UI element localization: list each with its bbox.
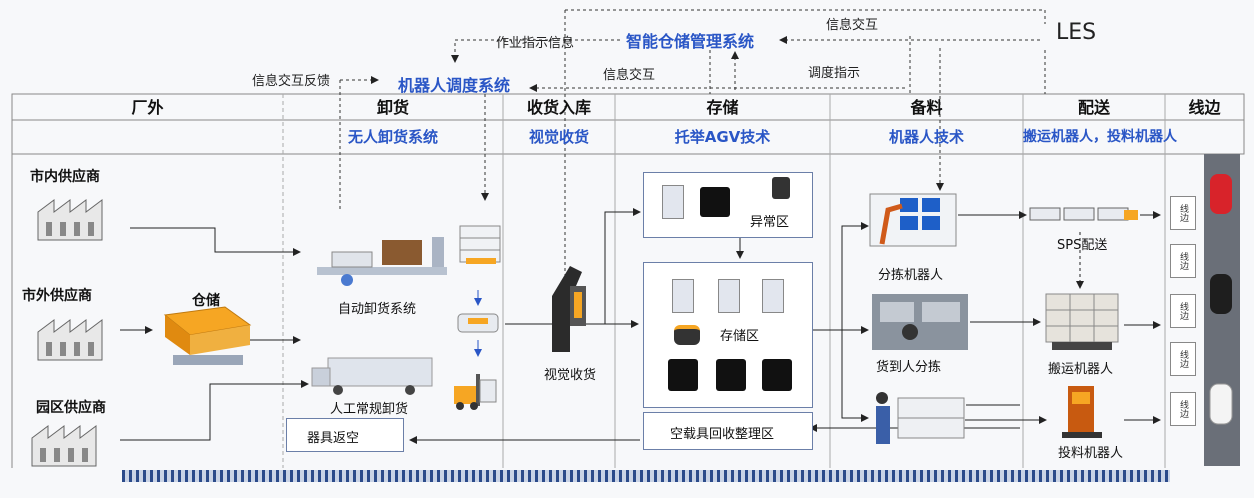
vision-robot-arm-icon [552,266,586,352]
column-header-receive: 收货入库 [526,98,591,117]
dispatch-label: 调度指示 [808,66,861,81]
info-exchange-label-2: 信息交互 [603,68,656,83]
auto-unload-system-icon [317,237,447,286]
factory-icon [37,199,103,241]
empty-carrier-zone-box: 空载具回收整理区 [643,412,813,450]
feed-robot-label: 投料机器人 [1058,446,1124,461]
container-icon [700,187,730,217]
sorting-robot-icon [869,193,957,247]
factory-icon [31,425,97,467]
carry-robot-label: 搬运机器人 [1048,362,1114,377]
rack-icon [662,185,684,219]
agv-robot-icon [457,313,499,333]
storage-zone-box: 存储区 [643,262,813,408]
production-lane-icon [1204,154,1240,466]
sps-delivery-label: SPS配送 [1057,238,1108,253]
abnormal-zone-box: 异常区 [643,172,813,238]
sorting-robot-label: 分拣机器人 [878,268,944,283]
lineside-station-icon: 线边 [1170,294,1196,328]
goods-to-person-icon [872,294,968,350]
bottom-conveyor-strip [122,470,1170,482]
worker-station-icon [876,392,965,444]
empty-carrier-zone-label: 空载具回收整理区 [670,427,775,442]
forklift-icon [454,374,497,410]
supplier-city-out-label: 市外供应商 [22,288,92,304]
column-header-lineside: 线边 [1188,98,1221,117]
carry-robot-icon [1045,293,1119,350]
lineside-station-icon: 线边 [1170,196,1196,230]
abnormal-zone-label: 异常区 [750,215,790,230]
visual-receive-label: 视觉收货 [544,368,597,383]
wms-label: 智能仓储管理系统 [626,32,755,51]
warehouse-agv-icon [163,306,252,365]
supplier-park-label: 园区供应商 [36,400,106,416]
manual-unload-label: 人工常规卸货 [330,402,409,417]
feed-robot-icon [1062,386,1102,438]
auto-unload-label: 自动卸货系统 [338,302,417,317]
info-feedback-label: 信息交互反馈 [252,74,331,89]
truck-icon [311,357,433,395]
column-header-delivery: 配送 [1077,98,1110,117]
column-header-outside: 厂外 [131,98,164,117]
storage-zone-label: 存储区 [720,329,760,344]
info-exchange-label-1: 信息交互 [826,18,879,33]
rack-icon [459,225,501,264]
warehouse-label: 仓储 [192,293,220,309]
empty-container-return-box: 器具返空 [286,418,404,452]
column-sub-prep: 机器人技术 [888,128,964,146]
sps-train-icon [1029,207,1138,221]
lineside-station-icon: 线边 [1170,392,1196,426]
rack-icon [672,279,694,313]
goods-to-person-label: 货到人分拣 [876,360,942,375]
column-sub-delivery: 搬运机器人，投料机器人 [1023,129,1177,145]
container-icon [716,359,746,391]
rcs-label: 机器人调度系统 [398,76,511,95]
column-header-prep: 备料 [910,98,943,117]
rack-icon [718,279,740,313]
agv-icon [674,325,700,345]
container-icon [762,359,792,391]
scanner-icon [772,177,790,199]
container-icon [668,359,698,391]
empty-return-label: 器具返空 [307,431,360,446]
column-header-unload: 卸货 [376,98,409,117]
rack-icon [762,279,784,313]
supplier-city-in-label: 市内供应商 [30,169,100,185]
lineside-station-icon: 线边 [1170,342,1196,376]
factory-icon [37,319,103,361]
lineside-station-icon: 线边 [1170,244,1196,278]
column-sub-receive: 视觉收货 [528,128,589,146]
column-sub-unload: 无人卸货系统 [347,128,438,146]
column-sub-storage: 托举AGV技术 [674,128,771,146]
les-label: LES [1056,20,1097,45]
column-header-storage: 存储 [706,98,739,117]
